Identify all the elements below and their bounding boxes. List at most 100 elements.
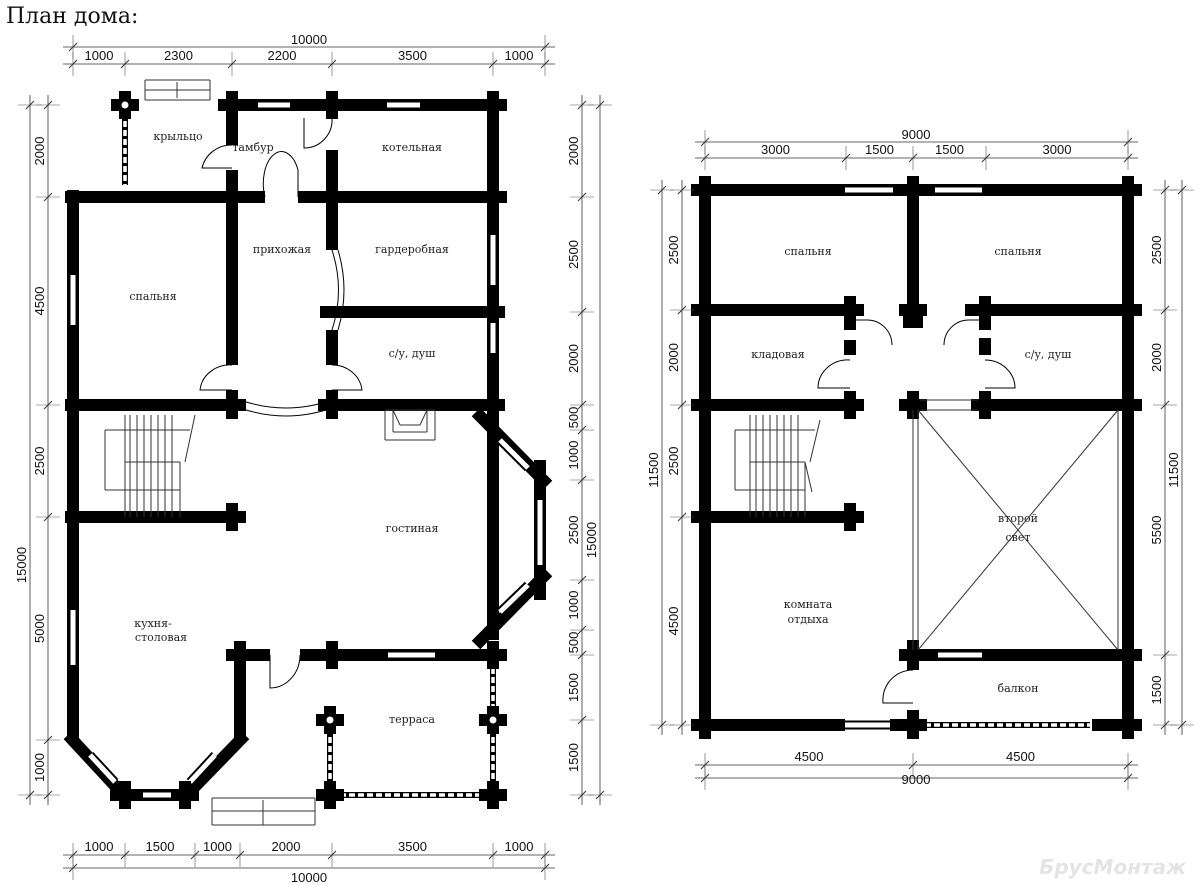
tick-mark [677, 512, 687, 522]
log-post [691, 511, 719, 523]
room-label: столовая [135, 631, 187, 644]
tick-mark [43, 192, 53, 202]
room-label: второй [998, 512, 1038, 525]
tick-mark [68, 863, 78, 873]
floor1-right-total [588, 95, 612, 805]
room-label: спальня [994, 245, 1041, 258]
log-post [479, 191, 507, 203]
door-swing-icon [303, 117, 333, 149]
floor2-top-total-label: 9000 [902, 127, 931, 142]
floor1-posts [111, 91, 139, 119]
dimension-label: 2300 [164, 48, 193, 63]
log-post [691, 304, 719, 316]
log-post [899, 184, 927, 196]
dimension-label: 1000 [505, 48, 534, 63]
tick-mark [577, 475, 587, 485]
tick-mark [841, 153, 851, 163]
column-icon [325, 715, 335, 725]
floor2-bottom-total [695, 766, 1138, 790]
door-swing-icon [331, 249, 345, 331]
floor2-right-total-label: 11500 [1166, 452, 1181, 487]
room-label: тамбур [232, 141, 273, 154]
tick-mark [488, 850, 498, 860]
floor2-second-light [912, 399, 1119, 651]
tick-mark [577, 400, 587, 410]
floor1-terrace-corners [111, 91, 507, 809]
dimension-label: 1500 [1149, 676, 1164, 705]
tick-mark [577, 575, 587, 585]
tick-mark [677, 720, 687, 730]
tick-mark [68, 42, 78, 52]
tick-mark [540, 42, 550, 52]
dimension-label: 4500 [1006, 749, 1035, 764]
dimension-label: 4500 [795, 749, 824, 764]
tick-mark [577, 192, 587, 202]
room-label: гостиная [386, 522, 439, 535]
tick-mark [595, 790, 605, 800]
floor1-railings [122, 112, 496, 798]
tick-mark [1123, 153, 1133, 163]
log-post [899, 304, 927, 316]
tick-mark [577, 425, 587, 435]
floor1-stairs [104, 414, 196, 517]
room-label: с/у, душ [389, 347, 436, 360]
room-label: котельная [382, 141, 442, 154]
dimension-label: 1000 [566, 591, 581, 620]
room-label: отдыха [788, 613, 829, 626]
room-label: терраса [389, 713, 435, 726]
dimension-label: 5500 [1149, 516, 1164, 545]
dimension-label: 1500 [566, 673, 581, 702]
door-swing-icon [984, 359, 1016, 389]
tick-mark [43, 735, 53, 745]
column-icon [488, 715, 498, 725]
log-post [899, 649, 927, 661]
dimension-label: 1000 [85, 48, 114, 63]
floor2-right-total [1170, 180, 1194, 735]
tick-mark [43, 400, 53, 410]
dimension-label: 4500 [32, 287, 47, 316]
floor2-windows [845, 185, 982, 730]
dimension-label: 2500 [666, 447, 681, 476]
tick-mark [1123, 760, 1133, 770]
dimension-label: 1500 [935, 142, 964, 157]
tick-mark [677, 400, 687, 410]
floor1-terrace-posts [316, 706, 507, 734]
door-swing-icon [943, 319, 985, 346]
log-post [111, 789, 139, 801]
tick-mark [677, 185, 687, 195]
floor2-stairs [734, 415, 821, 517]
tick-mark [577, 650, 587, 660]
log-post [691, 399, 719, 411]
log-post [226, 649, 254, 661]
tick-mark [120, 59, 130, 69]
tick-mark [43, 512, 53, 522]
tick-mark [700, 153, 710, 163]
floor2-left-total [650, 180, 674, 735]
tick-mark [1160, 305, 1170, 315]
door-swing-icon [817, 359, 851, 389]
tick-mark [700, 773, 710, 783]
floor1-doors [199, 117, 363, 689]
log-post [318, 649, 346, 661]
floor2-posts [691, 176, 1142, 739]
tick-mark [908, 153, 918, 163]
log-post [836, 304, 864, 316]
column-icon [120, 100, 130, 110]
tick-mark [657, 185, 667, 195]
tick-mark [908, 760, 918, 770]
dimension-label: 1000 [32, 753, 47, 782]
room-label: балкон [998, 682, 1039, 695]
floor1-diagonal-walls [63, 407, 553, 807]
tick-mark [577, 625, 587, 635]
log-post [479, 649, 507, 661]
tick-mark [595, 100, 605, 110]
dimension-label: 2000 [1149, 343, 1164, 372]
tick-mark [577, 790, 587, 800]
floor2-top-total [695, 130, 1138, 154]
dimension-label: 3500 [398, 839, 427, 854]
room-label: свет [1006, 531, 1031, 544]
tick-mark [227, 59, 237, 69]
guide-line [809, 419, 821, 463]
dimension-label: 1500 [146, 839, 175, 854]
